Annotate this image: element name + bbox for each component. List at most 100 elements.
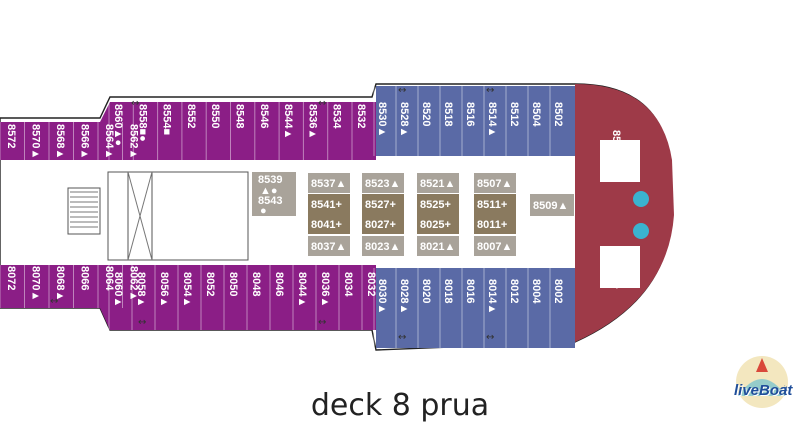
cabin-bottom-purple-7: 8046 bbox=[273, 272, 285, 296]
logo-suffix: .it bbox=[782, 386, 788, 393]
cabin-top-purple-7: 8544▲ bbox=[282, 104, 294, 139]
connecting-arrow-1: ↔ bbox=[318, 98, 326, 109]
interior-cabin-3-0: 8507▲ bbox=[477, 178, 512, 190]
cabin-bottom-purple-6: 8048 bbox=[250, 272, 262, 296]
pool-1 bbox=[633, 191, 649, 207]
cabin-top-purple-2: 8554■ bbox=[161, 104, 173, 135]
cabin-top-left-1: 8570▲ bbox=[30, 124, 42, 159]
cabin-top-left-0: 8572 bbox=[5, 124, 17, 148]
cabin-bottom-blue-6: 8012 bbox=[508, 279, 520, 303]
interior-cabin-box-2-3 bbox=[417, 236, 459, 256]
interior-cabin-2-1: 8525+ bbox=[420, 199, 451, 211]
connecting-arrow-5: ↔ bbox=[138, 317, 146, 328]
cabin-top-purple-0: 8560▲● bbox=[112, 104, 124, 146]
cabin-top-purple-3: 8552 bbox=[185, 104, 197, 128]
interior-cabin-box-0-2 bbox=[308, 214, 350, 234]
cabin-top-purple-5: 8548 bbox=[234, 104, 246, 128]
connecting-arrow-7: ↔ bbox=[398, 332, 406, 343]
bow-cutout-bottom bbox=[600, 246, 640, 288]
cabin-top-left-5: 8562▲ bbox=[128, 124, 140, 159]
cabin-bow-8500: 8500+ bbox=[610, 130, 622, 161]
cabin-bottom-purple-5: 8050 bbox=[227, 272, 239, 296]
interior-cabin-1-0: 8523▲ bbox=[365, 178, 400, 190]
interior-cabin-box-3-0 bbox=[474, 173, 516, 193]
interior-cabin-1-3: 8023▲ bbox=[365, 241, 400, 253]
cabin-top-blue-5: 8514▲ bbox=[486, 102, 498, 137]
interior-cabin-8539: 8539 bbox=[258, 174, 282, 186]
pool-2 bbox=[633, 223, 649, 239]
cabin-bottom-purple-2: 8056▲ bbox=[158, 272, 170, 307]
cabin-bottom-purple-0: 8060▲ bbox=[112, 272, 124, 307]
cabin-top-purple-4: 8550 bbox=[209, 104, 221, 128]
cabin-bottom-left-5: 8062▲ bbox=[128, 266, 140, 301]
cabin-bottom-left-3: 8066 bbox=[79, 266, 91, 290]
cabin-bottom-purple-4: 8052 bbox=[204, 272, 216, 296]
cabin-top-blue-1: 8528▲ bbox=[398, 102, 410, 137]
interior-cabin-8543: 8543 bbox=[258, 195, 282, 207]
interior-cabin-box-0-0 bbox=[308, 173, 350, 193]
cabin-top-blue-0: 8530▲ bbox=[376, 102, 388, 137]
cabin-top-purple-8: 8536▲ bbox=[306, 104, 318, 139]
interior-cabin-box-1-1 bbox=[362, 194, 404, 214]
top-blue-zone bbox=[376, 86, 575, 156]
elevator-x2 bbox=[127, 171, 153, 261]
cabin-bottom-blue-2: 8020 bbox=[420, 279, 432, 303]
cabin-bottom-blue-8: 8002 bbox=[552, 279, 564, 303]
liveboat-logo bbox=[736, 356, 788, 408]
cabin-top-blue-2: 8520 bbox=[420, 102, 432, 126]
interior-cabin-8509: 8509▲ bbox=[533, 200, 568, 212]
interior-cabin-box-2-1 bbox=[417, 194, 459, 214]
cabin-top-purple-9: 8534 bbox=[331, 104, 343, 129]
interior-cabin-2-0: 8521▲ bbox=[420, 178, 455, 190]
cabin-bow-8000: 8000+ bbox=[610, 258, 622, 289]
logo-wordmark: liveBoat bbox=[734, 382, 793, 399]
interior-side-8539-box bbox=[252, 172, 296, 216]
interior-cabin-1-2: 8027+ bbox=[365, 219, 396, 231]
interior-side-8509-box bbox=[530, 194, 574, 216]
cabin-bottom-purple-11: 8032 bbox=[365, 272, 377, 296]
interior-cabin-box-2-2 bbox=[417, 214, 459, 234]
interior-cabin-0-0: 8537▲ bbox=[311, 178, 346, 190]
interior-cabin-box-3-1 bbox=[474, 194, 516, 214]
interior-cabin-2-2: 8025+ bbox=[420, 219, 451, 231]
cabin-top-blue-3: 8518 bbox=[442, 102, 454, 126]
cabin-top-blue-4: 8516 bbox=[464, 102, 476, 126]
cabin-bottom-left-0: 8072 bbox=[5, 266, 17, 290]
interior-cabin-box-3-2 bbox=[474, 214, 516, 234]
cabin-bottom-purple-10: 8034 bbox=[342, 272, 354, 297]
cabin-bottom-left-4: 8064 bbox=[103, 266, 115, 291]
interior-cabin-0-1: 8541+ bbox=[311, 199, 342, 211]
cabin-top-left-3: 8566▲ bbox=[79, 124, 91, 159]
cabin-bottom-left-2: 8068▲ bbox=[54, 266, 66, 301]
interior-cabin-box-0-1 bbox=[308, 194, 350, 214]
deck-caption: deck 8 prua bbox=[310, 388, 490, 423]
connecting-arrow-6: ↔ bbox=[318, 317, 326, 328]
cabin-bottom-purple-1: 8058▲ bbox=[135, 272, 147, 307]
cabin-bottom-blue-4: 8016 bbox=[464, 279, 476, 303]
bottom-purple-zone bbox=[0, 265, 376, 330]
bow-cutout-top bbox=[600, 140, 640, 182]
interior-cabin-0-2: 8041+ bbox=[311, 219, 342, 231]
cabin-bottom-left-1: 8070▲ bbox=[30, 266, 42, 301]
cabin-bottom-blue-0: 8030▲ bbox=[376, 279, 388, 314]
interior-cabin-3-1: 8511+ bbox=[477, 199, 507, 211]
cabin-bottom-blue-5: 8014▲ bbox=[486, 279, 498, 314]
interior-cabin-box-1-0 bbox=[362, 173, 404, 193]
interior-cabin-box-3-3 bbox=[474, 236, 516, 256]
connecting-arrow-0: ↔ bbox=[131, 98, 139, 109]
cabin-bottom-purple-9: 8036▲ bbox=[319, 272, 331, 307]
interior-cabin-0-3: 8037▲ bbox=[311, 241, 346, 253]
interior-cabin-box-0-3 bbox=[308, 236, 350, 256]
cabin-top-purple-1: 8558■● bbox=[136, 104, 148, 142]
connecting-arrow-4: ↔ bbox=[50, 296, 58, 307]
stair-lines bbox=[70, 191, 98, 228]
interior-cabin-3-3: 8007▲ bbox=[477, 241, 512, 253]
cabin-top-purple-6: 8546 bbox=[258, 104, 270, 128]
interior-cabin-box-1-3 bbox=[362, 236, 404, 256]
top-purple-zone bbox=[0, 102, 376, 160]
cabin-bottom-purple-8: 8044▲ bbox=[296, 272, 308, 307]
cabin-top-blue-8: 8502 bbox=[552, 102, 564, 126]
cabin-top-blue-6: 8512 bbox=[508, 102, 520, 126]
